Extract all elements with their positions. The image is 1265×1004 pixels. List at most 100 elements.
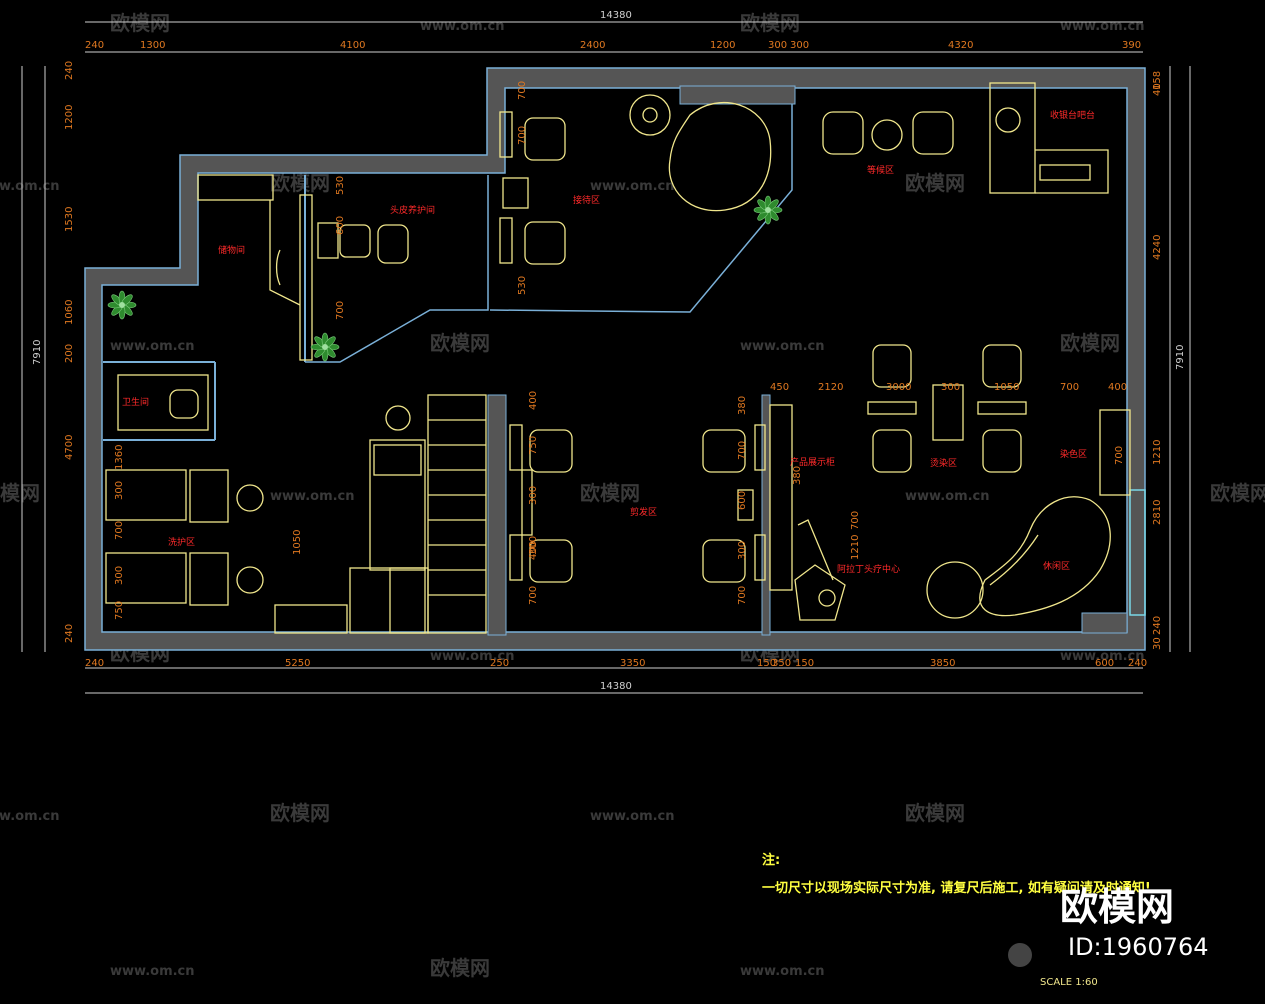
dim-right: 30 [1152, 637, 1163, 650]
dim-inner: 300 [528, 536, 539, 555]
note-block: 注: 一切尺寸以现场实际尺寸为准, 请复尺后施工, 如有疑问请及时通知! SCA… [762, 852, 1151, 988]
room-labels: 接待区等候区收银台吧台储物间头皮养护间卫生间洗护区剪发区产品展示柜烫染区阿拉丁头… [122, 109, 1095, 575]
dim-right: 40 [1152, 83, 1163, 96]
room-label-r11: 阿拉丁头疗中心 [837, 563, 900, 575]
watermark-layer: 欧模网欧模网欧模网欧模网欧模网欧模网欧模网欧模网欧模网欧模网欧模网欧模网欧模网欧… [0, 11, 1265, 980]
dim-inner: 600 [335, 216, 346, 235]
dim-inner: 300 [737, 541, 748, 560]
dim-top: 390 [1122, 40, 1141, 51]
room-label-r5: 头皮养护间 [390, 204, 435, 216]
dim-inner: 700 [335, 301, 346, 320]
dim-bottom: 3350 [620, 658, 645, 669]
dim-inner: 1050 [292, 530, 303, 555]
watermark-brand: 欧模网 [0, 481, 40, 505]
dim-inner: 700 [517, 81, 528, 100]
dim-inner: 1210 [850, 535, 861, 560]
watermark-brand: 欧模网 [430, 956, 490, 980]
dim-bottom: 150 [795, 658, 814, 669]
dim-bottom: 5250 [285, 658, 310, 669]
dim-top: 300 [768, 40, 787, 51]
watermark-brand: 欧模网 [580, 481, 640, 505]
dim-bottom: 250 [490, 658, 509, 669]
dim-inner: 750 [114, 601, 125, 620]
dim-top: 240 [85, 40, 104, 51]
dim-left-total: 7910 [32, 340, 43, 365]
dim-left: 1530 [64, 207, 75, 232]
dim-right-total: 7910 [1175, 345, 1186, 370]
watermark-brand: 欧模网 [905, 801, 965, 825]
watermark-brand: 欧模网 [270, 171, 330, 195]
dim-right: 240 [1152, 616, 1163, 635]
watermark-url: www.om.cn [0, 179, 60, 194]
dim-top: 2400 [580, 40, 605, 51]
walls [84, 67, 1146, 651]
dim-inner: 300 [941, 382, 960, 393]
dim-left: 240 [64, 61, 75, 80]
watermark-brand: 欧模网 [270, 801, 330, 825]
dim-inner: 750 [528, 436, 539, 455]
dim-bottom: 3850 [930, 658, 955, 669]
dim-top: 1300 [140, 40, 165, 51]
watermark-url: www.om.cn [270, 489, 355, 504]
dim-bottom: 150 [757, 658, 776, 669]
dim-right: 158 [1152, 71, 1163, 90]
dim-inner: 530 [335, 176, 346, 195]
dim-inner: 700 [528, 586, 539, 605]
note-text: 一切尺寸以现场实际尺寸为准, 请复尺后施工, 如有疑问请及时通知! [762, 880, 1151, 896]
dimension-lines [21, 21, 1191, 694]
dim-inner: 300 [528, 486, 539, 505]
dim-inner: 380 [792, 466, 803, 485]
watermark-brand: 欧模网 [1210, 481, 1265, 505]
dim-inner: 2120 [818, 382, 843, 393]
dim-inner: 380 [737, 396, 748, 415]
watermark-brand: 欧模网 [740, 11, 800, 35]
room-label-r6: 卫生间 [122, 396, 149, 408]
dim-inner: 700 [737, 586, 748, 605]
dim-inner: 3000 [886, 382, 911, 393]
dim-top: 300 [790, 40, 809, 51]
room-label-r2: 等候区 [867, 164, 894, 176]
watermark-brand: 欧模网 [430, 331, 490, 355]
watermark-url: www.om.cn [905, 489, 990, 504]
plant-icon [310, 332, 340, 362]
dim-bottom-total: 14380 [600, 681, 632, 692]
dim-left: 1200 [64, 105, 75, 130]
watermark-url: www.om.cn [590, 809, 675, 824]
dim-top-total: 14380 [600, 10, 632, 21]
dim-bottom: 350 [772, 658, 791, 669]
dim-inner: 400 [1108, 382, 1127, 393]
plant-icon [107, 290, 137, 320]
dim-right: 1210 [1152, 440, 1163, 465]
dim-inner: 700 [850, 511, 861, 530]
watermark-url: www.om.cn [590, 179, 675, 194]
room-label-r3: 收银台吧台 [1050, 109, 1095, 121]
dim-inner: 700 [737, 441, 748, 460]
dim-top: 4100 [340, 40, 365, 51]
dim-left: 4700 [64, 435, 75, 460]
note-title: 注: [762, 852, 780, 868]
watermark-url: www.om.cn [1060, 19, 1145, 34]
watermark-url: www.om.cn [0, 809, 60, 824]
dim-right: 4240 [1152, 235, 1163, 260]
watermark-url: www.om.cn [110, 964, 195, 979]
room-label-r7: 洗护区 [168, 536, 195, 548]
watermark-url: www.om.cn [430, 649, 515, 664]
dim-top: 4320 [948, 40, 973, 51]
logo-name: 欧模网 [1060, 885, 1174, 929]
dim-left: 200 [64, 344, 75, 363]
logo: 欧模网 ID:1960764 [1060, 885, 1209, 961]
watermark-url: www.om.cn [740, 964, 825, 979]
dim-inner: 1050 [994, 382, 1019, 393]
dim-inner: 700 [1114, 446, 1125, 465]
dim-inner: 700 [114, 521, 125, 540]
dim-inner: 700 [1060, 382, 1079, 393]
dim-right: 2810 [1152, 500, 1163, 525]
furniture [105, 82, 1131, 634]
room-label-r8: 剪发区 [630, 506, 657, 518]
watermark-url: www.om.cn [110, 339, 195, 354]
watermark-url: www.om.cn [1060, 649, 1145, 664]
dim-inner: 300 [114, 566, 125, 585]
